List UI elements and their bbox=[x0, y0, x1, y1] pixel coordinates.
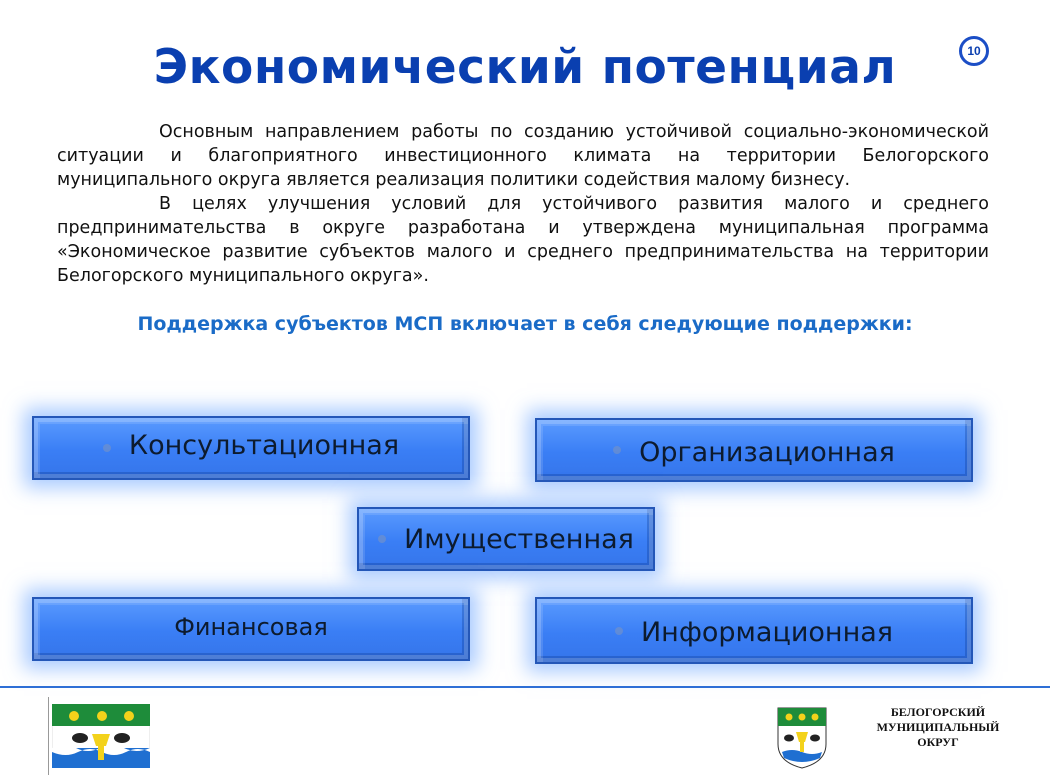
body-text: Основным направлением работы по созданию… bbox=[57, 120, 989, 288]
belogorsk-flag-icon bbox=[52, 704, 150, 768]
bullet-icon bbox=[102, 444, 111, 452]
support-label: Имущественная bbox=[404, 523, 634, 555]
footer-line-1: БЕЛОГОРСКИЙ bbox=[890, 705, 986, 719]
footer-line-2: МУНИЦИПАЛЬНЫЙ bbox=[876, 720, 1000, 734]
footer-divider bbox=[0, 686, 1050, 688]
paragraph-2: В целях улучшения условий для устойчивог… bbox=[57, 194, 989, 286]
footer-vertical-rule bbox=[48, 697, 49, 775]
support-box-organizational: Организационная bbox=[535, 418, 973, 482]
belogorsk-coat-of-arms-icon bbox=[777, 707, 827, 769]
footer-caption: БЕЛОГОРСКИЙ МУНИЦИПАЛЬНЫЙ ОКРУГ bbox=[866, 705, 1010, 750]
support-box-property: Имущественная bbox=[357, 507, 655, 571]
page-number-badge: 10 bbox=[959, 36, 989, 66]
page-title: Экономический потенциал bbox=[153, 40, 897, 95]
paragraph-1: Основным направлением работы по созданию… bbox=[57, 122, 989, 190]
support-subheading: Поддержка субъектов МСП включает в себя … bbox=[137, 313, 913, 335]
bullet-icon bbox=[614, 626, 623, 635]
footer-line-3: ОКРУГ bbox=[917, 735, 959, 749]
support-label: Консультационная bbox=[128, 429, 400, 461]
support-box-consulting: Консультационная bbox=[32, 416, 470, 480]
support-label: Информационная bbox=[640, 617, 894, 648]
bullet-icon bbox=[613, 446, 622, 454]
support-box-informational: Информационная bbox=[535, 597, 973, 664]
support-label: Организационная bbox=[639, 436, 895, 468]
bullet-icon bbox=[378, 535, 387, 543]
support-box-financial: Финансовая bbox=[32, 597, 470, 661]
support-label: Финансовая bbox=[174, 613, 328, 641]
